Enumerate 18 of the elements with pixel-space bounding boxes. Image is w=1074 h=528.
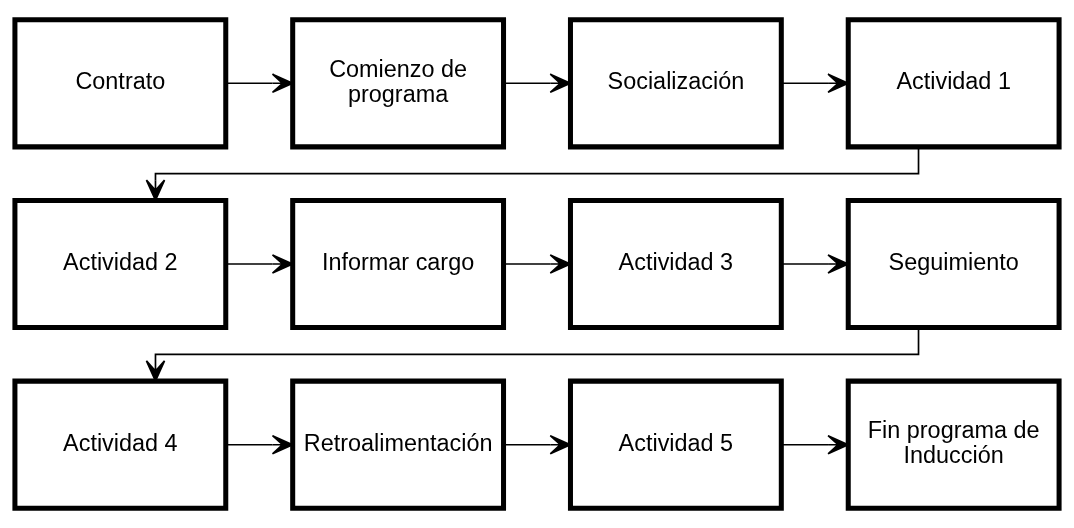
arrow — [225, 254, 294, 274]
node-box: Fin programa de Inducción — [845, 378, 1062, 511]
node-box: Contrato — [12, 17, 229, 150]
arrow — [780, 73, 849, 94]
node-box: Actividad 4 — [12, 378, 229, 511]
arrow — [780, 254, 849, 274]
arrow — [225, 73, 294, 94]
node-box: Retroalimentación — [290, 378, 507, 511]
node-box: Actividad 1 — [845, 17, 1062, 150]
node-box: Socialización — [567, 17, 784, 150]
node-box: Actividad 3 — [567, 197, 784, 331]
arrow — [780, 434, 849, 455]
node-box: Seguimiento — [845, 197, 1062, 331]
node-box: Comienzo de programa — [290, 17, 507, 150]
node-box: Actividad 2 — [12, 197, 229, 331]
node-box: Informar cargo — [290, 197, 507, 331]
arrow — [225, 434, 294, 455]
node-box: Actividad 5 — [567, 378, 784, 511]
